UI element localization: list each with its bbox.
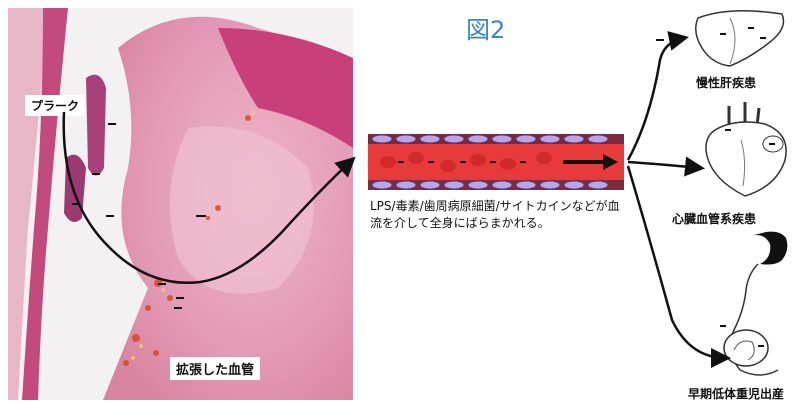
arrow-to-heart: [628, 162, 700, 168]
arrow-to-liver: [628, 38, 684, 160]
arrow-plaque-to-vessel: [64, 112, 352, 283]
arrow-to-pregnancy: [628, 166, 726, 358]
